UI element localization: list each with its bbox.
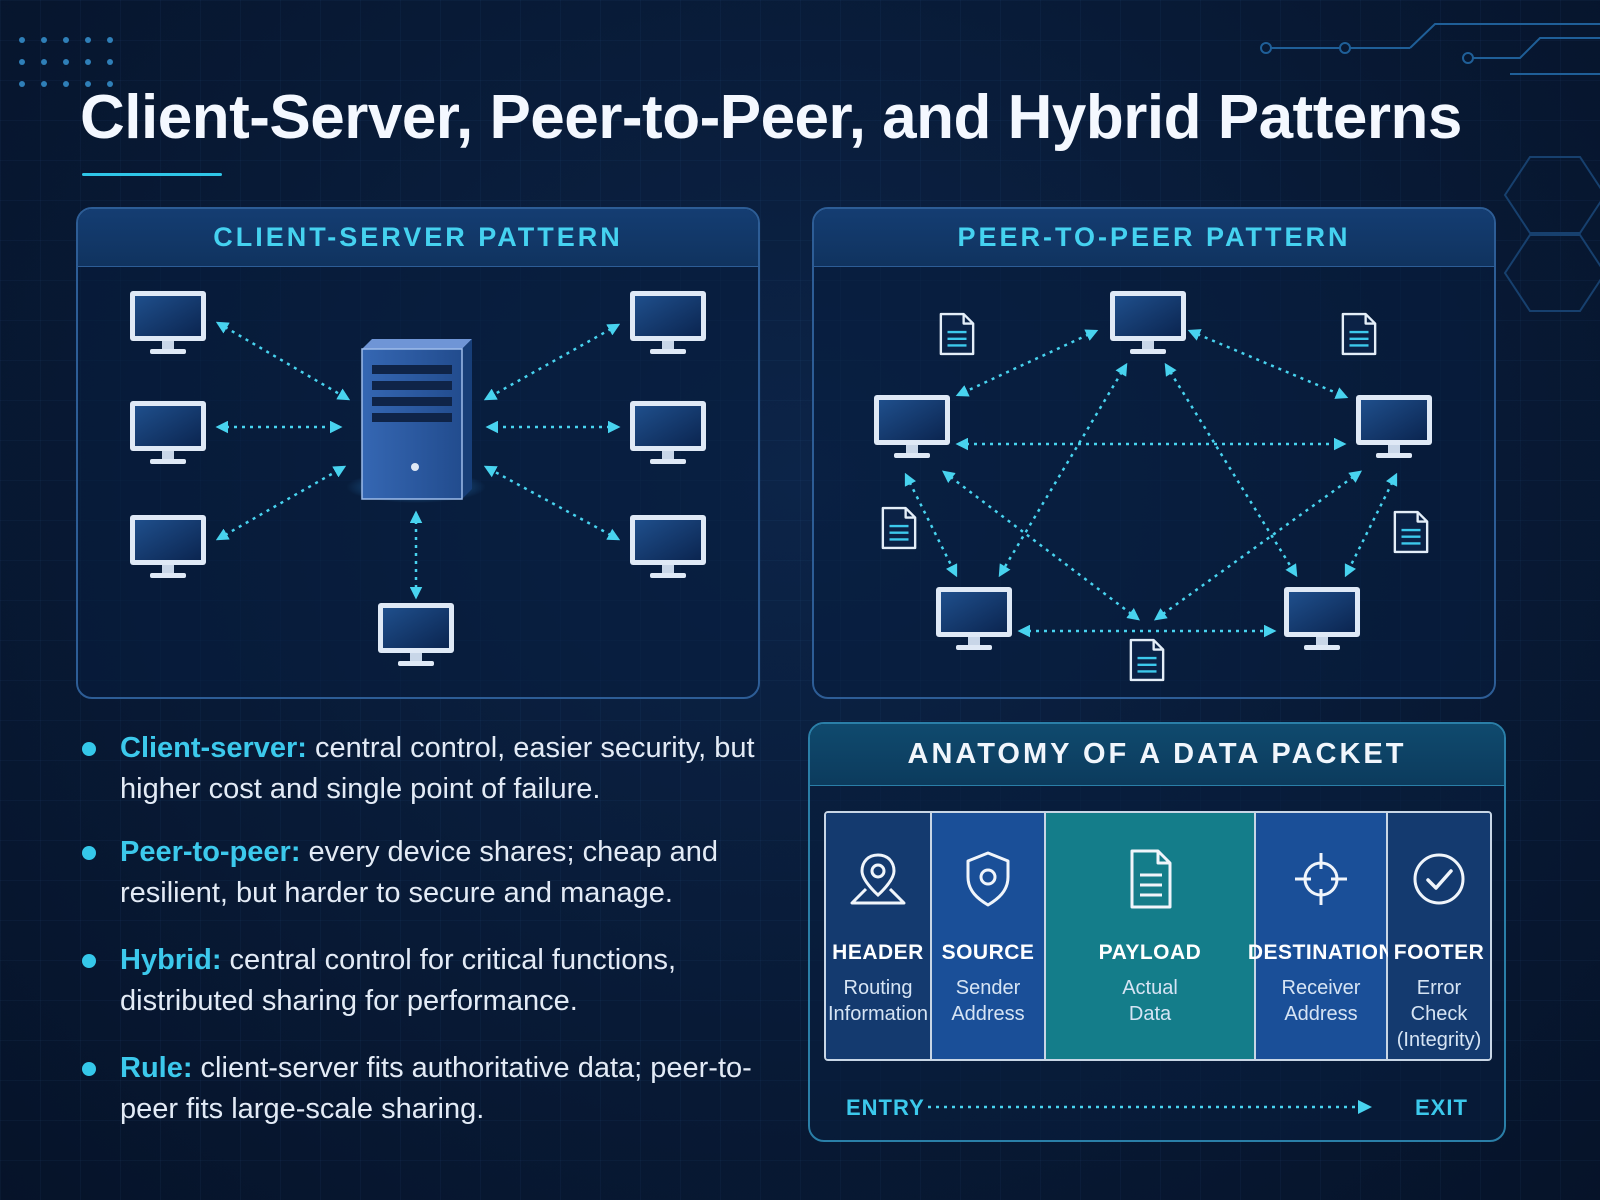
bullet-client-server: Client-server: central control, easier s… [80,728,760,810]
data-packet-heading: ANATOMY OF A DATA PACKET [810,724,1504,786]
shield-icon [966,851,1010,907]
bullet-text: central control for critical functions, … [120,944,677,1017]
segment-desc: Actual Data [1122,977,1178,1025]
bullet-dot [82,954,96,968]
packet-segments: HEADER Routing Information SOURCE Sender… [824,811,1492,1061]
segment-name: SOURCE [941,941,1035,964]
p2p-link [1164,362,1298,578]
bullet-term: Rule: [120,1052,193,1084]
entry-label: ENTRY [846,1095,925,1120]
segment-name: PAYLOAD [1098,941,1202,964]
checkmark-icon [1413,853,1465,905]
bullet-rule: Rule: client-server fits authoritative d… [80,1048,760,1130]
document-icon [1130,849,1172,909]
link-client-6 [483,465,621,541]
packet-flow: ENTRY EXIT [810,1087,1504,1127]
bullet-peer-to-peer: Peer-to-peer: every device shares; cheap… [80,832,760,914]
peer-monitor-icon [1356,395,1432,458]
bullet-term: Hybrid: [120,944,222,976]
peer-to-peer-heading: PEER-TO-PEER PATTERN [814,209,1494,267]
client-monitor-icon [130,515,206,578]
document-icon [881,506,917,550]
p2p-link [1153,470,1363,621]
link-client-4 [483,323,621,401]
bullet-dot [82,742,96,756]
segment-source: SOURCE Sender Address [932,813,1046,1059]
bullet-text: every device shares; cheap and resilient… [120,836,719,909]
bullet-dot [82,1062,96,1076]
client-monitor-icon [630,291,706,354]
bullet-term: Peer-to-peer: [120,836,301,868]
client-monitor-icon [130,401,206,464]
peer-monitor-icon [1284,587,1360,650]
client-server-diagram [130,291,706,666]
document-icon [939,312,975,356]
peer-monitor-icon [874,395,950,458]
segment-name: FOOTER [1393,941,1485,964]
client-server-panel: CLIENT-SERVER PATTERN [76,207,760,699]
client-monitor-icon [378,603,454,666]
client-server-heading: CLIENT-SERVER PATTERN [78,209,758,267]
segment-payload: PAYLOAD Actual Data [1046,813,1256,1059]
client-monitor-icon [630,515,706,578]
data-packet-panel: ANATOMY OF A DATA PACKET HEADER Routing … [808,722,1506,1142]
bullet-term: Client-server: [120,732,307,764]
segment-name: HEADER [832,941,924,964]
flow-arrow [928,1100,1372,1114]
bullet-text: client-server fits authoritative data; p… [120,1052,752,1125]
segment-desc: Receiver Address [1281,977,1361,1025]
peer-to-peer-panel: PEER-TO-PEER PATTERN [812,207,1496,699]
segment-header: HEADER Routing Information [826,813,932,1059]
decorative-hexagons [1503,156,1600,312]
bullet-hybrid: Hybrid: central control for critical fun… [80,940,760,1022]
segment-desc: Sender Address [951,977,1025,1025]
segment-desc: Routing Information [827,977,929,1025]
server-icon [361,339,472,500]
crosshair-icon [1295,853,1347,905]
document-icon [1393,510,1429,554]
peer-monitor-icon [936,587,1012,650]
segment-destination: DESTINATION Receiver Address [1248,813,1394,1059]
p2p-link [942,470,1140,621]
p2p-link [1187,329,1349,399]
link-client-1 [215,321,351,401]
document-icon [1341,312,1377,356]
segment-desc: Error Check (Integrity) [1396,977,1482,1051]
segment-name: DESTINATION [1247,941,1395,964]
bullet-dot [82,846,96,860]
link-client-3 [215,465,347,541]
p2p-link [955,329,1099,397]
segment-footer: FOOTER Error Check (Integrity) [1388,813,1490,1059]
exit-label: EXIT [1415,1095,1468,1120]
p2p-link [1344,472,1398,578]
document-icon [1129,638,1165,682]
client-monitor-icon [130,291,206,354]
title-underline [82,173,222,176]
client-monitor-icon [630,401,706,464]
peer-monitor-icon [1110,291,1186,354]
p2p-link [904,472,958,578]
bullet-text: central control, easier security, but hi… [120,732,755,805]
location-pin-icon [850,853,906,905]
p2p-link [998,362,1128,578]
page-title: Client-Server, Peer-to-Peer, and Hybrid … [80,83,1462,152]
peer-to-peer-diagram [874,291,1432,682]
